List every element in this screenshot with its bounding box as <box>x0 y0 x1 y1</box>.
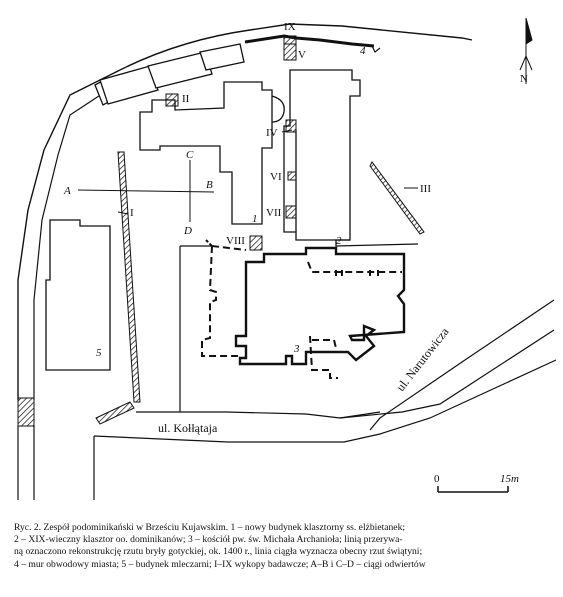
scale-end-label: 15m <box>500 473 519 485</box>
street-label-kollataja: ul. Kołłątaja <box>158 421 218 435</box>
caption-line-3: ną oznaczono rekonstrukcję rzutu bryły g… <box>14 546 423 558</box>
trench-leaders <box>117 129 418 215</box>
label-trench-VIII: VIII <box>226 235 245 247</box>
label-section-A: A <box>63 185 71 197</box>
label-trench-VII: VII <box>266 207 282 219</box>
label-building-3: 3 <box>293 343 300 355</box>
label-trench-V: V <box>298 49 306 61</box>
label-section-D: D <box>183 225 192 237</box>
trench-VI <box>287 171 297 181</box>
label-section-B: B <box>206 179 213 191</box>
streets <box>17 245 557 500</box>
church-building-main <box>283 69 419 247</box>
scale-bar <box>437 486 509 493</box>
city-boundary-inner <box>33 89 109 400</box>
scale-start-label: 0 <box>434 473 440 485</box>
caption-line-2: 2 – XIX-wieczny klasztor oo. dominikanów… <box>14 534 403 546</box>
city-boundary-outer <box>17 23 473 400</box>
label-building-5: 5 <box>96 347 102 359</box>
label-trench-IX: IX <box>284 21 296 33</box>
caption-line-1: Ryc. 2. Zespół podominikański w Brześciu… <box>14 522 406 533</box>
gothic-reconstruction <box>201 239 402 379</box>
trench-VIII <box>249 235 263 251</box>
label-building-2: 2 <box>336 235 342 247</box>
site-plan: N 0 15m 1 2 3 4 5 I II III IV V VI VII V… <box>17 17 557 500</box>
trench-III <box>369 161 425 235</box>
label-building-4: 4 <box>360 45 366 57</box>
hatched-wall <box>95 151 141 425</box>
north-buildings <box>94 43 245 106</box>
label-trench-VI: VI <box>270 171 282 183</box>
dairy-building-5 <box>45 219 111 371</box>
figure-caption: Ryc. 2. Zespół podominikański w Brześciu… <box>14 522 554 571</box>
section-lines <box>77 160 215 222</box>
north-arrow <box>519 17 533 84</box>
label-trench-IV: IV <box>266 127 278 139</box>
north-label: N <box>520 73 528 85</box>
trench-IV <box>285 119 297 133</box>
hatched-corner-block <box>17 397 35 427</box>
label-trench-II: II <box>182 93 190 105</box>
label-building-1: 1 <box>252 213 258 225</box>
city-wall <box>244 34 381 53</box>
church-building-3-current <box>234 246 406 366</box>
trench-IX <box>283 35 297 45</box>
label-trench-III: III <box>420 183 431 195</box>
street-label-narutowicza: ul. Narutowicza <box>393 324 452 394</box>
convent-building-1 <box>139 81 285 225</box>
trenches <box>165 35 425 251</box>
trench-V <box>283 43 297 61</box>
label-section-C: C <box>186 149 194 161</box>
trench-II <box>165 93 179 107</box>
caption-line-4: 4 – mur obwodowy miasta; 5 – budynek mle… <box>14 558 426 570</box>
trench-VII <box>285 205 297 219</box>
label-trench-I: I <box>130 207 134 219</box>
